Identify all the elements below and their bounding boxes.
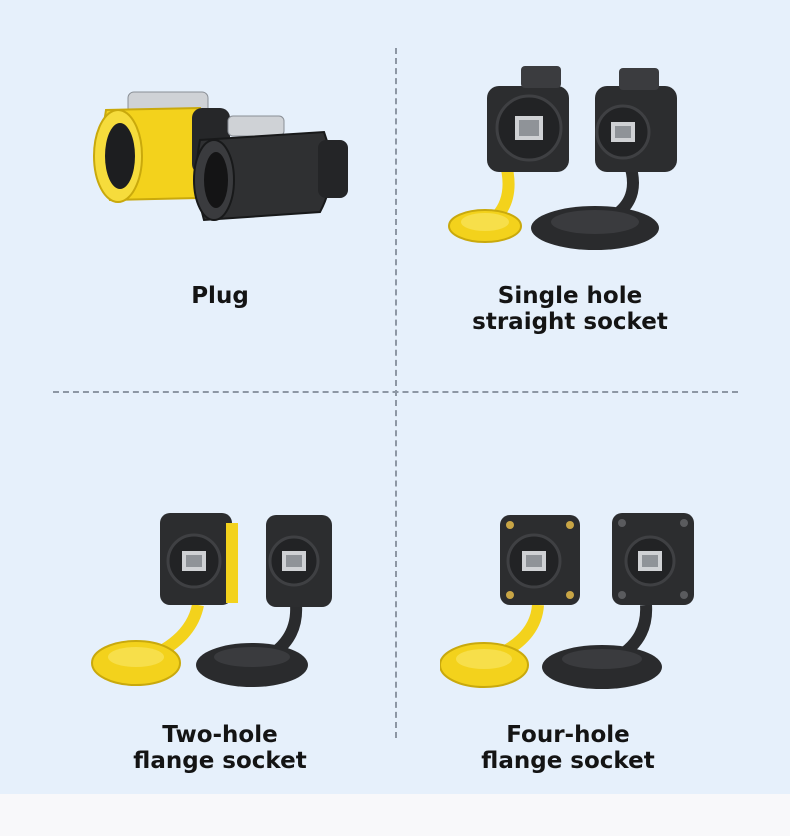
two-hole-socket-image	[91, 513, 332, 687]
two-hole-label-line1: Two-hole	[162, 722, 278, 748]
four-hole-label-line1: Four-hole	[506, 722, 630, 748]
single-hole-label-line2: straight socket	[472, 309, 668, 335]
black-plug	[193, 115, 348, 222]
two-hole-label-line2: flange socket	[133, 748, 307, 774]
horizontal-divider	[53, 391, 738, 393]
black-four-hole-socket	[542, 513, 694, 689]
four-hole-socket-image	[440, 513, 694, 689]
single-hole-label: Single hole straight socket	[460, 283, 680, 335]
plug-label: Plug	[140, 283, 300, 309]
black-flange-socket	[196, 515, 332, 687]
bottom-strip	[0, 794, 790, 836]
single-hole-label-line1: Single hole	[497, 283, 643, 309]
yellow-flange-socket	[91, 513, 238, 686]
yellow-socket	[448, 66, 569, 243]
plug-image	[93, 91, 348, 222]
plug-label-line1: Plug	[191, 283, 249, 309]
yellow-four-hole-socket	[440, 515, 580, 688]
four-hole-label-line2: flange socket	[481, 748, 655, 774]
vertical-divider	[395, 48, 397, 738]
four-hole-label: Four-hole flange socket	[458, 722, 678, 774]
two-hole-label: Two-hole flange socket	[110, 722, 330, 774]
black-socket	[531, 68, 677, 250]
single-hole-socket-image	[448, 66, 677, 250]
